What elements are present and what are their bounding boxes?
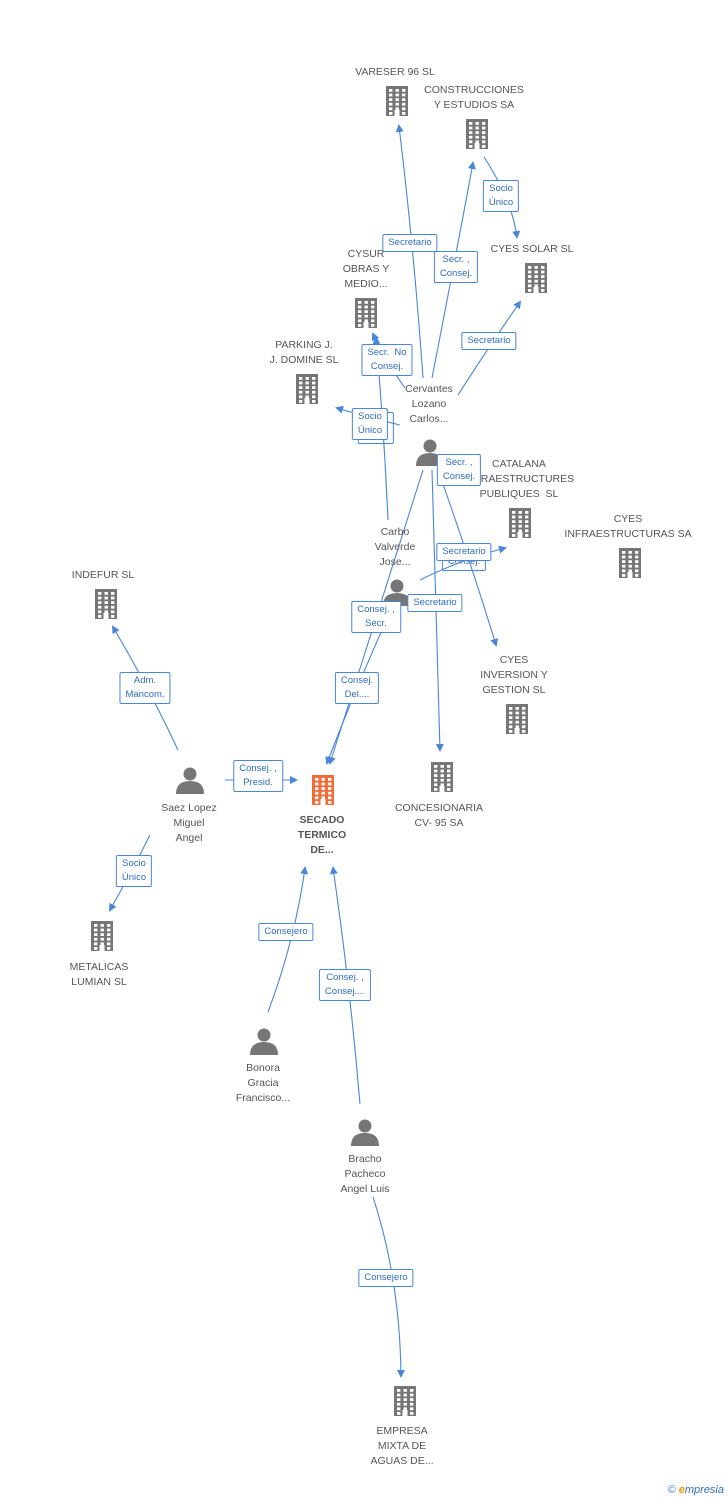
building-icon-cyes_inversion[interactable] bbox=[506, 704, 528, 734]
building-icon-catalana[interactable] bbox=[509, 508, 531, 538]
node-label-cyes_inversion[interactable]: CYES INVERSION Y GESTION SL bbox=[480, 654, 548, 696]
building-icon-cysur[interactable] bbox=[355, 298, 377, 328]
building-icon-construcciones[interactable] bbox=[466, 119, 488, 149]
person-icon-saez[interactable] bbox=[176, 767, 204, 795]
building-icon-concesionaria[interactable] bbox=[431, 762, 453, 792]
edge-label-carbo-to-catalana[interactable]: Secretario bbox=[436, 543, 492, 561]
building-icon-cyes_solar[interactable] bbox=[525, 263, 547, 293]
edge-label-bonora-to-secado[interactable]: Consejero bbox=[258, 923, 314, 941]
node-label-catalana[interactable]: CATALANA INFRAESTRUCTURES PUBLIQUES SL bbox=[463, 458, 575, 500]
copyright-icon: © bbox=[667, 1484, 676, 1496]
node-label-cysur[interactable]: CYSUR OBRAS Y MEDIO... bbox=[342, 248, 390, 290]
edge-label-cervantes-to-concesionaria[interactable]: Secretario bbox=[407, 594, 463, 612]
node-label-vareser[interactable]: VARESER 96 SL bbox=[355, 66, 435, 78]
node-label-carbo[interactable]: Carbo Valverde Jose... bbox=[374, 526, 416, 568]
edge-label-cervantes-to-construcciones[interactable]: Secr. , Consej. bbox=[433, 251, 479, 283]
edge-label-saez-to-secado[interactable]: Consej. , Presid. bbox=[233, 760, 283, 792]
edge-label-cervantes-to-cysur[interactable]: Secr. No Consej. bbox=[361, 344, 413, 376]
edge-label-construcciones-to-cyes_solar[interactable]: Socio Único bbox=[482, 180, 520, 212]
building-icon-parking[interactable] bbox=[296, 374, 318, 404]
edge-label-cervantes-to-parking[interactable]: Socio Único bbox=[351, 408, 389, 440]
footer-brand[interactable]: © empresia bbox=[668, 1484, 724, 1496]
person-icon-bracho[interactable] bbox=[351, 1119, 379, 1147]
edge-label-bracho-to-secado[interactable]: Consej. , Consej.... bbox=[318, 969, 372, 1001]
node-label-parking[interactable]: PARKING J. J. DOMINE SL bbox=[269, 339, 339, 366]
edge-label-cervantes-to-secado[interactable]: Consej. , Secr. bbox=[351, 601, 401, 633]
edge-label-cervantes-to-cyes_inversion[interactable]: Secr. , Consej. bbox=[436, 454, 482, 486]
node-label-saez[interactable]: Saez Lopez Miguel Angel bbox=[161, 802, 217, 844]
brand-initial: e bbox=[678, 1484, 685, 1496]
node-label-construcciones[interactable]: CONSTRUCCIONES Y ESTUDIOS SA bbox=[424, 84, 524, 111]
building-icon-vareser[interactable] bbox=[386, 86, 408, 116]
node-label-bonora[interactable]: Bonora Gracia Francisco... bbox=[235, 1062, 291, 1104]
edge-label-saez-to-indefur[interactable]: Adm. Mancom. bbox=[119, 672, 171, 704]
building-icon-metalicas[interactable] bbox=[91, 921, 113, 951]
node-label-secado[interactable]: SECADO TERMICO DE... bbox=[297, 814, 347, 856]
edge-label-bracho-to-empresa_mixta[interactable]: Consejero bbox=[358, 1269, 414, 1287]
edge-label-carbo-to-secado[interactable]: Consej. Del.... bbox=[334, 672, 380, 704]
building-icon-indefur[interactable] bbox=[95, 589, 117, 619]
node-label-cyes_solar[interactable]: CYES SOLAR SL bbox=[490, 243, 574, 255]
edge-label-saez-to-metalicas[interactable]: Socio Único bbox=[115, 855, 153, 887]
edge-label-cervantes-to-vareser[interactable]: Secretario bbox=[382, 234, 438, 252]
building-icon-secado[interactable] bbox=[312, 775, 334, 805]
node-label-indefur[interactable]: INDEFUR SL bbox=[71, 569, 135, 581]
edge-cervantes-to-vareser bbox=[395, 124, 424, 379]
building-icon-empresa_mixta[interactable] bbox=[394, 1386, 416, 1416]
node-label-cyes_infra[interactable]: CYES INFRAESTRUCTURAS SA bbox=[564, 513, 692, 540]
node-label-cervantes[interactable]: Cervantes Lozano Carlos... bbox=[405, 383, 453, 425]
node-label-concesionaria[interactable]: CONCESIONARIA CV- 95 SA bbox=[394, 802, 484, 829]
person-icon-bonora[interactable] bbox=[250, 1028, 278, 1056]
node-label-bracho[interactable]: Bracho Pacheco Angel Luis bbox=[340, 1153, 390, 1195]
edge-label-cervantes-to-cyes_solar[interactable]: Secretario bbox=[461, 332, 517, 350]
building-icon-cyes_infra[interactable] bbox=[619, 548, 641, 578]
brand-name: mpresia bbox=[684, 1484, 724, 1496]
node-label-empresa_mixta[interactable]: EMPRESA MIXTA DE AGUAS DE... bbox=[370, 1425, 434, 1467]
node-label-metalicas[interactable]: METALICAS LUMIAN SL bbox=[69, 961, 129, 988]
edge-carbo-to-catalana bbox=[419, 545, 507, 581]
edge-cervantes-to-concesionaria bbox=[431, 469, 444, 752]
